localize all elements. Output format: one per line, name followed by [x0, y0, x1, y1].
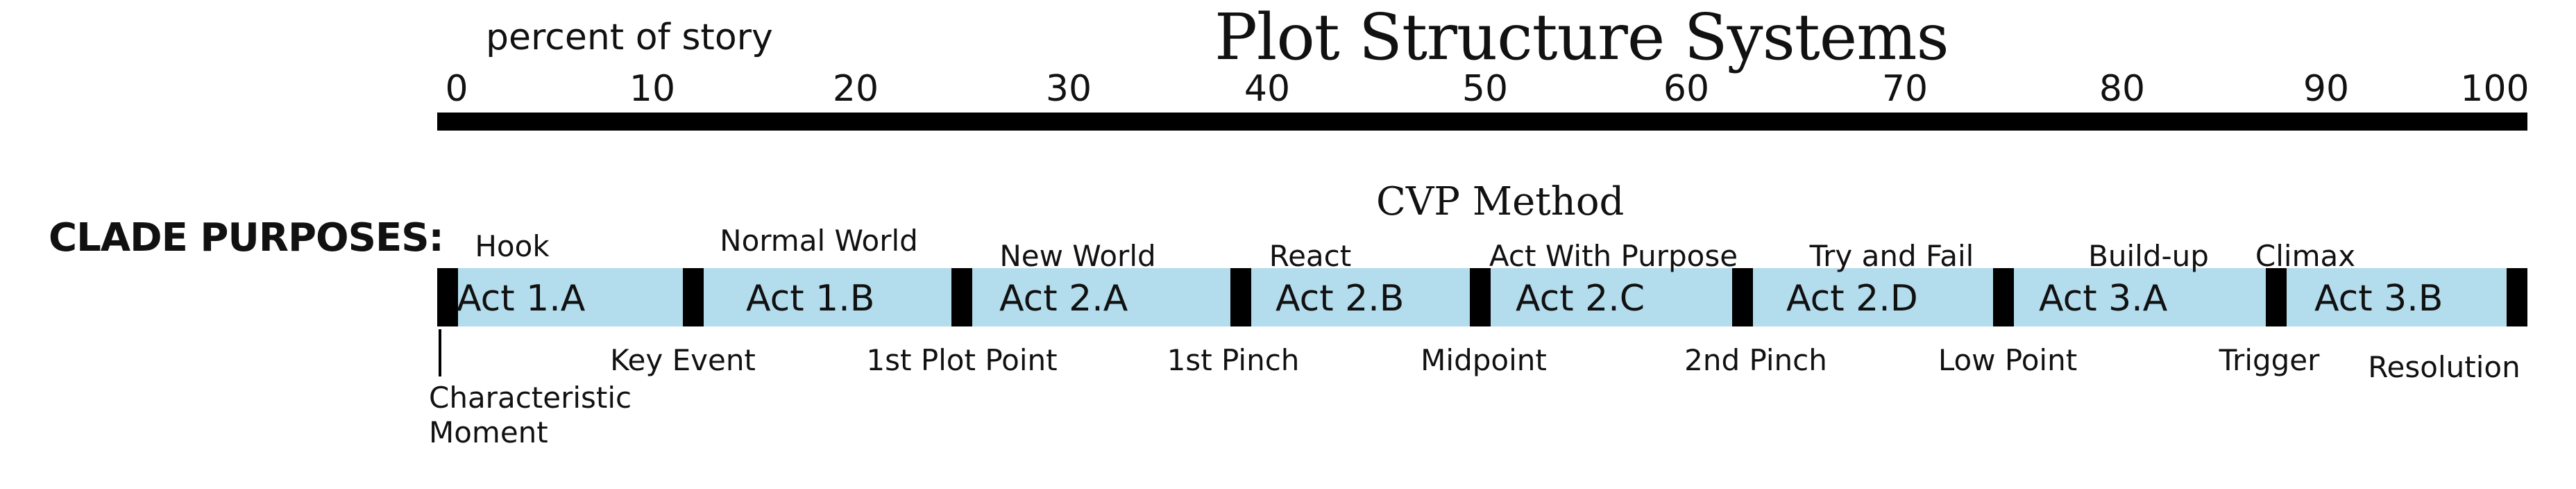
- act-label: Act 3.A: [2039, 278, 2168, 320]
- purpose-label: New World: [999, 239, 1156, 273]
- purpose-label: Try and Fail: [1809, 239, 1974, 273]
- act-divider: [683, 268, 704, 326]
- event-label: Resolution: [2368, 350, 2520, 384]
- act-divider: [1732, 268, 1753, 326]
- percent-scale-bar: [437, 113, 2527, 131]
- purpose-label: Climax: [2255, 239, 2356, 273]
- event-label: 2nd Pinch: [1684, 343, 1827, 377]
- tick-label: 0: [445, 68, 468, 110]
- purpose-label: Act With Purpose: [1489, 239, 1738, 273]
- act-divider: [1993, 268, 2014, 326]
- tick-label: 40: [1244, 68, 1291, 110]
- axis-label: percent of story: [486, 17, 773, 58]
- characteristic-moment-marker: [439, 329, 441, 376]
- event-label: Trigger: [2219, 343, 2320, 377]
- act-divider: [2507, 268, 2527, 326]
- clade-purposes-label: CLADE PURPOSES:: [49, 215, 444, 260]
- act-divider: [2266, 268, 2287, 326]
- event-label: 1st Pinch: [1167, 343, 1300, 377]
- tick-label: 20: [832, 68, 879, 110]
- act-label: Act 2.C: [1516, 278, 1645, 320]
- purpose-label: Normal World: [720, 224, 918, 258]
- tick-label: 50: [1461, 68, 1509, 110]
- act-label: Act 2.D: [1786, 278, 1918, 320]
- event-label: Key Event: [610, 343, 756, 377]
- purpose-label: Build-up: [2088, 239, 2209, 273]
- act-divider: [437, 268, 458, 326]
- tick-label: 10: [629, 68, 676, 110]
- act-label: Act 2.A: [999, 278, 1128, 320]
- tick-label: 30: [1045, 68, 1092, 110]
- act-divider: [1470, 268, 1491, 326]
- characteristic-moment-label: Characteristic Moment: [429, 381, 632, 449]
- act-label: Act 2.B: [1276, 278, 1405, 320]
- act-label: Act 1.A: [457, 278, 586, 320]
- event-label: Midpoint: [1421, 343, 1547, 377]
- method-label: CVP Method: [1376, 179, 1625, 224]
- event-label: Low Point: [1938, 343, 2078, 377]
- event-label: 1st Plot Point: [866, 343, 1058, 377]
- act-divider: [1230, 268, 1251, 326]
- tick-label: 70: [1881, 68, 1929, 110]
- tick-label: 80: [2099, 68, 2146, 110]
- purpose-label: React: [1269, 239, 1352, 273]
- act-label: Act 1.B: [746, 278, 875, 320]
- act-label: Act 3.B: [2314, 278, 2443, 320]
- tick-label: 90: [2303, 68, 2350, 110]
- tick-label: 60: [1663, 68, 1710, 110]
- act-divider: [951, 268, 972, 326]
- tick-label: 100: [2460, 68, 2530, 110]
- diagram-title: Plot Structure Systems: [1214, 0, 1949, 74]
- purpose-label: Hook: [475, 229, 550, 263]
